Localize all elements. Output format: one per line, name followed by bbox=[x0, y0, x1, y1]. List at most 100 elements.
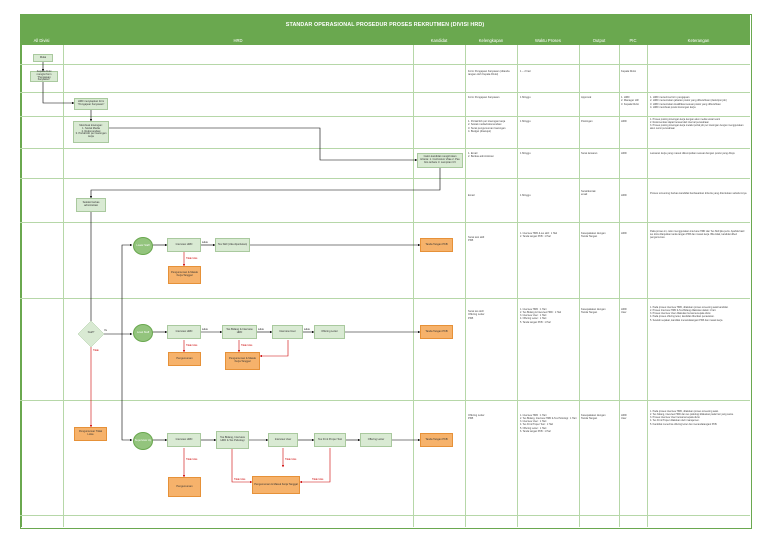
lower-staff-node: Lower Staff bbox=[133, 237, 153, 255]
row5-waktu: 1 Minggu bbox=[520, 194, 531, 197]
row8-pic: HRD User bbox=[621, 414, 627, 421]
column-header-output: Output bbox=[592, 38, 606, 43]
row4-output: Surat lamaran bbox=[581, 152, 598, 155]
row4-waktu: 1 Minggu bbox=[520, 152, 531, 155]
row2-kelengkapan: Form Pengajuan Karyawan bbox=[468, 96, 500, 99]
pengumuman-tidak-lolos-node: Pengumuman Tidak Lolos bbox=[74, 427, 107, 441]
penolakan-2-node: Pengumuman bbox=[168, 352, 201, 366]
row4-pic: HRD bbox=[621, 152, 627, 155]
column-header-all-divisi: All Divisi bbox=[33, 38, 50, 43]
row6-waktu: 1. Interview HRD & tes skill : 1 Hari 2.… bbox=[520, 232, 558, 239]
tanda-tangan-2-node: Tanda Tangan PKB bbox=[420, 325, 453, 339]
interview-hrd-2-node: Interview HRD bbox=[167, 325, 201, 339]
tidak-lolos-label: Tidak lolos bbox=[186, 344, 198, 347]
supervisor-node: Supervisor Up bbox=[133, 432, 153, 450]
tes-bidang-2-node: Tes Bidang & Interview HRD bbox=[222, 325, 257, 339]
column-divider bbox=[413, 45, 414, 527]
offering-2-node: Offering Letter bbox=[314, 325, 345, 339]
row-divider bbox=[20, 515, 750, 516]
membuat-lowongan-node: Membuat lowongan: 1. Social Media 2. Rek… bbox=[73, 121, 109, 143]
seleksi-node: Seleksi berkas administrasi bbox=[76, 198, 106, 212]
tanda-tangan-1-node: Tanda Tangan PKB bbox=[420, 238, 453, 252]
level-staff-node: Level Staff bbox=[133, 324, 153, 342]
row5-pic: HRD bbox=[621, 194, 627, 197]
tidak-label: Tidak bbox=[93, 349, 99, 352]
row3-kelengkapan: 1. Portal/Job per lowongan kerja 2. Sosi… bbox=[468, 120, 506, 134]
tidak-lolos-label: Tidak lolos bbox=[186, 257, 198, 260]
row1-waktu: 1 – 2 hari bbox=[520, 70, 531, 73]
row1-kelengkapan: Form Pengajuan Karyawan (ditanda tangan … bbox=[468, 70, 510, 77]
column-header-kelengkapan: Kelengkapan bbox=[478, 38, 504, 43]
page-title: STANDAR OPERASIONAL PROSEDUR PROSES REKR… bbox=[20, 14, 750, 36]
row2-keterangan: 1. HRD menerima form pengajuan 2. HRD me… bbox=[650, 96, 727, 110]
column-divider bbox=[63, 45, 64, 527]
tidak-lolos-label: Tidak lolos bbox=[186, 458, 198, 461]
column-header-kandidat: Kandidat bbox=[430, 38, 448, 43]
staff-decision bbox=[78, 321, 104, 347]
row7-output: Kesepakatan dengan Tanda Tangan bbox=[581, 308, 606, 315]
tidak-lolos-label: Tidak lolos bbox=[234, 478, 246, 481]
row8-kelengkapan: Offering Letter PKB bbox=[468, 414, 485, 421]
tes-fit-node: Tes Fit & Proper Test bbox=[314, 433, 346, 447]
kebutuhan-node: Kepala divisi mengisi form "Pengajuan Ka… bbox=[30, 70, 58, 82]
row7-pic: HRD User bbox=[621, 308, 627, 315]
tidak-lolos-label: Tidak lolos bbox=[241, 344, 253, 347]
row-divider bbox=[20, 148, 750, 149]
pengumuman-2-node: Pengumuman & Masuk Kerja Tanggal bbox=[225, 352, 260, 370]
lolos-label: Lolos bbox=[202, 328, 208, 331]
column-divider bbox=[619, 45, 620, 527]
tidak-lolos-label: Tidak lolos bbox=[285, 458, 297, 461]
pengumuman-3-node: Pengumuman & Masuk Kerja Tanggal bbox=[252, 476, 300, 494]
column-header-hrd: HRD bbox=[233, 38, 243, 43]
tidak-lolos-label: Tidak lolos bbox=[312, 478, 324, 481]
row6-output: Kesepakatan dengan Tanda Tangan bbox=[581, 232, 606, 239]
kandidat-node: Calon kandidat mengirimkan kriteria: 1. … bbox=[417, 153, 463, 168]
row7-keterangan: 1. Pada proses interview HRD, dilakukan … bbox=[650, 306, 729, 322]
row5-keterangan: Proses screening berkas kandidat berdasa… bbox=[650, 192, 747, 195]
column-header-pic: PIC bbox=[629, 38, 637, 43]
row6-kelengkapan: Surat test skill PKB bbox=[468, 236, 485, 243]
row3-waktu: 1 Minggu bbox=[520, 120, 531, 123]
row-divider bbox=[20, 178, 750, 179]
left-stripe bbox=[20, 45, 22, 527]
lolos-label: Lolos bbox=[304, 328, 310, 331]
row1-pic: Kepala Divisi bbox=[621, 70, 636, 73]
row8-keterangan: 1. Pada proses interview HRD, dilakukan … bbox=[650, 410, 734, 426]
row2-pic: 1. HRD 2. Manager HR 3. Kepala Divisi bbox=[621, 96, 639, 106]
interview-user-3-node: Interview User bbox=[268, 433, 298, 447]
row3-output: Postingan bbox=[581, 120, 593, 123]
row6-keterangan: Pada proses ini, calon menggunakan inter… bbox=[650, 230, 745, 240]
column-divider bbox=[647, 45, 648, 527]
ya-label: Ya bbox=[104, 329, 107, 332]
row-divider bbox=[20, 400, 750, 401]
interview-user-2-node: Interview User bbox=[272, 325, 303, 339]
tes-skill-1-node: Tes Skill (Jika diperlukan) bbox=[215, 238, 250, 252]
staff-decision-label: Staff? bbox=[87, 331, 95, 334]
row-divider bbox=[20, 222, 750, 223]
column-divider bbox=[517, 45, 518, 527]
offering-3-node: Offering Letter bbox=[360, 433, 392, 447]
row5-output: Surat/kontak email bbox=[581, 190, 596, 197]
row8-output: Kesepakatan dengan Tanda Tangan bbox=[581, 414, 606, 421]
row2-output: Approval bbox=[581, 96, 592, 99]
row3-keterangan: 1. Proses posting lowongan kerja dengan … bbox=[650, 118, 744, 131]
interview-hrd-3-node: Interview HRD bbox=[167, 433, 201, 447]
row-divider bbox=[20, 92, 750, 93]
header-row bbox=[20, 36, 750, 45]
pengumuman-1-node: Pengumuman & Masuk Kerja Tanggal bbox=[168, 266, 201, 284]
column-header-waktu-proses: Waktu Proses bbox=[535, 38, 561, 43]
row2-waktu: 1 Minggu bbox=[520, 96, 531, 99]
tes-bidang-3-node: Tes Bidang, Interview HRD & Tes Psikolog… bbox=[216, 431, 249, 449]
row5-kelengkapan: Email bbox=[468, 194, 475, 197]
hrd-form-node: HRD menyiapkan form "Pengajuan Karyawan" bbox=[74, 98, 108, 110]
row6-pic: HRD bbox=[621, 232, 627, 235]
penolakan-3-node: Pengumuman bbox=[168, 477, 201, 497]
lolos-label: Lolos bbox=[258, 328, 264, 331]
column-divider bbox=[465, 45, 466, 527]
row-divider bbox=[20, 64, 750, 65]
row4-kelengkapan: 1. Email 2. Berkas administrasi bbox=[468, 152, 494, 159]
row7-waktu: 1. Interview HRD : 1 Hari 2. Tes Bidang … bbox=[520, 308, 562, 324]
tanda-tangan-3-node: Tanda Tangan PKB bbox=[420, 433, 453, 447]
column-header-keterangan: Keterangan bbox=[687, 38, 710, 43]
